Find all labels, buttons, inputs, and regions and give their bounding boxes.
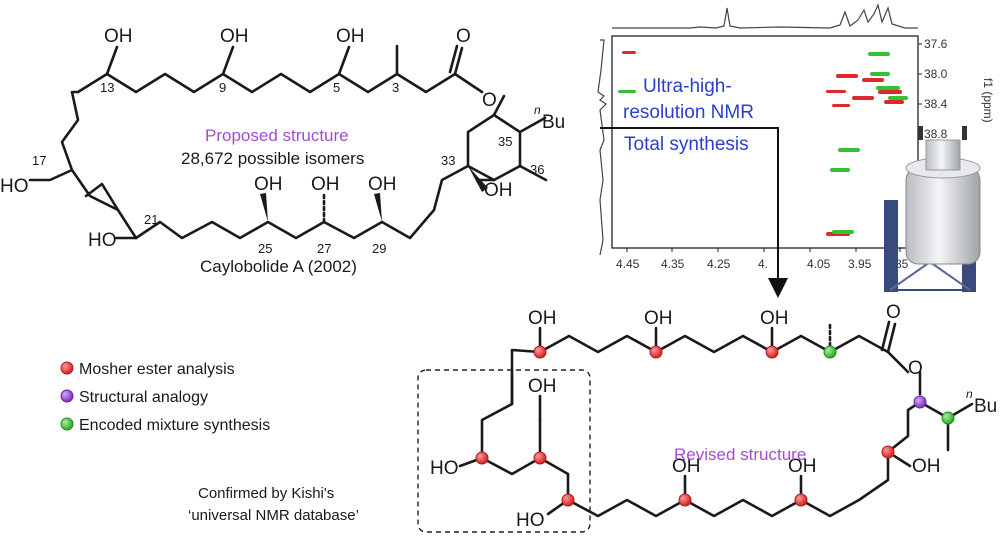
svg-text:OH: OH [368,174,397,195]
analogy-marker-icon [60,389,74,403]
svg-text:3: 3 [392,80,399,95]
svg-text:Mosher ester analysis: Mosher ester analysis [79,361,235,378]
svg-text:21: 21 [144,212,158,227]
svg-text:OH: OH [254,174,283,195]
svg-text:35: 35 [498,134,512,149]
proposed-structure [28,44,548,240]
svg-text:Structural analogy: Structural analogy [79,389,208,406]
svg-text:OH: OH [644,308,673,329]
svg-text:OH: OH [528,376,557,397]
confirmed-region-box [417,369,591,533]
svg-text:38.4: 38.4 [924,97,948,111]
svg-text:5: 5 [333,80,340,95]
confirmed-line-2: ‘universal NMR database’ [188,507,359,524]
svg-text:4.: 4. [758,257,768,271]
proposed-structure-title: Proposed structure [205,126,349,145]
svg-text:4.05: 4.05 [807,257,831,271]
svg-text:OH: OH [311,174,340,195]
svg-text:17: 17 [32,153,46,168]
svg-text:OH: OH [912,456,941,477]
nmr-magnet-icon [884,126,981,292]
revised-structure-title: Revised structure [674,445,806,464]
svg-text:25: 25 [258,241,272,256]
f1-axis-label: f1 (ppm) [981,78,995,123]
svg-text:4.45: 4.45 [616,257,640,271]
svg-text:HO: HO [0,176,29,197]
mosher-marker-icon [60,361,74,375]
encoded-marker-icon [60,417,74,431]
svg-text:36: 36 [530,162,544,177]
svg-text:OH: OH [104,26,133,47]
svg-text:9: 9 [219,80,226,95]
svg-text:HO: HO [516,510,545,531]
svg-text:n: n [534,103,541,117]
svg-text:OH: OH [220,26,249,47]
svg-text:O: O [456,26,471,47]
legend: Mosher ester analysis Structural analogy… [60,361,270,434]
confirmed-line-1: Confirmed by Kishi's [198,485,334,502]
svg-text:13: 13 [100,80,114,95]
svg-text:O: O [886,302,901,323]
proposed-caption: Caylobolide A (2002) [200,257,357,276]
svg-text:38.0: 38.0 [924,67,948,81]
svg-text:HO: HO [430,458,459,479]
svg-text:OH: OH [672,456,701,477]
nmr-spectrum-panel: 4.45 4.35 4.25 4. 4.05 3.95 3.85 37.6 38… [597,3,995,292]
svg-text:33: 33 [441,153,455,168]
overlay-ultra-high: Ultra-high- [643,76,732,97]
svg-text:4.25: 4.25 [707,257,731,271]
svg-text:HO: HO [88,230,117,251]
svg-text:29: 29 [372,241,386,256]
revised-structure [417,320,974,533]
proposed-labels: OH OH OH O O n Bu OH HO HO OH OH OH 13 9… [0,26,565,276]
isomer-count: 28,672 possible isomers [181,149,364,168]
revised-labels: OH OH OH O O n Bu OH HO HO OH OH OH Revi… [188,302,997,531]
svg-text:27: 27 [317,241,331,256]
svg-text:OH: OH [484,180,513,201]
svg-text:Encoded mixture synthesis: Encoded mixture synthesis [79,417,270,434]
svg-text:OH: OH [788,456,817,477]
overlay-resolution-nmr: resolution NMR [623,102,754,123]
svg-text:37.6: 37.6 [924,37,948,51]
svg-text:OH: OH [528,308,557,329]
svg-text:n: n [966,387,973,401]
svg-text:4.35: 4.35 [661,257,685,271]
flow-arrow [600,127,788,298]
svg-text:OH: OH [336,26,365,47]
svg-text:Bu: Bu [542,112,565,133]
revised-markers [475,345,955,507]
svg-text:3.95: 3.95 [848,257,872,271]
overlay-total-synthesis: Total synthesis [624,134,749,155]
svg-text:O: O [908,358,923,379]
svg-text:38.8: 38.8 [924,127,948,141]
svg-text:O: O [482,90,497,111]
svg-text:Bu: Bu [974,396,997,417]
svg-text:OH: OH [760,308,789,329]
